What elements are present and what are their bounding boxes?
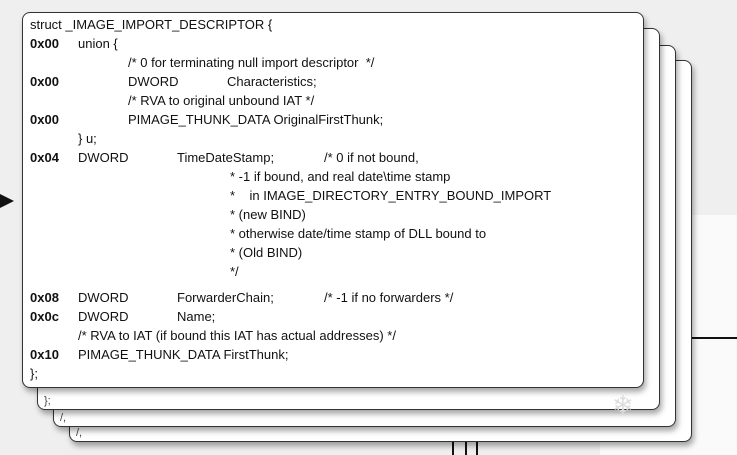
struct-definition: struct _IMAGE_IMPORT_DESCRIPTOR { 0x00 u… [22, 12, 642, 386]
arrow-icon [0, 194, 14, 208]
offset: 0x00 [30, 112, 59, 127]
offset: 0x04 [30, 150, 59, 165]
struct-footer: }; [30, 366, 38, 381]
comment: /* 0 for terminating null import descrip… [128, 55, 375, 70]
field-name: Name; [177, 309, 216, 324]
code-text: union { [78, 36, 118, 51]
field-name: Characteristics; [227, 74, 317, 89]
offset: 0x00 [30, 36, 59, 51]
field-type: DWORD [128, 74, 179, 89]
comment: * -1 if bound, and real date\time stamp [230, 169, 451, 184]
comment: * (Old BIND) [230, 245, 303, 260]
offset: 0x10 [30, 347, 59, 362]
field-type: DWORD [78, 150, 129, 165]
field-type: DWORD [78, 290, 129, 305]
card-footer: /, [76, 427, 83, 439]
watermark-logo: ❄ [612, 390, 634, 420]
comment: */ [230, 264, 239, 279]
comment: /* RVA to original unbound IAT */ [128, 93, 315, 108]
comment: * (new BIND) [230, 207, 306, 222]
offset: 0x00 [30, 74, 59, 89]
struct-header: struct _IMAGE_IMPORT_DESCRIPTOR { [30, 17, 273, 32]
comment: /* 0 if not bound, [324, 150, 419, 165]
field-decl: PIMAGE_THUNK_DATA OriginalFirstThunk; [128, 112, 384, 127]
comment: * otherwise date/time stamp of DLL bound… [230, 226, 487, 241]
card-footer: }; [44, 395, 51, 407]
comment: /* -1 if no forwarders */ [324, 290, 454, 305]
field-decl: PIMAGE_THUNK_DATA FirstThunk; [78, 347, 289, 362]
code-text: } u; [78, 131, 97, 146]
comment: * in IMAGE_DIRECTORY_ENTRY_BOUND_IMPORT [230, 188, 552, 203]
offset: 0x0c [30, 309, 59, 324]
field-type: DWORD [78, 309, 129, 324]
struct-card [22, 12, 644, 388]
offset: 0x08 [30, 290, 59, 305]
field-name: ForwarderChain; [177, 290, 274, 305]
card-footer: /, [60, 412, 67, 424]
comment: /* RVA to IAT (if bound this IAT has act… [78, 328, 396, 343]
field-name: TimeDateStamp; [177, 150, 275, 165]
